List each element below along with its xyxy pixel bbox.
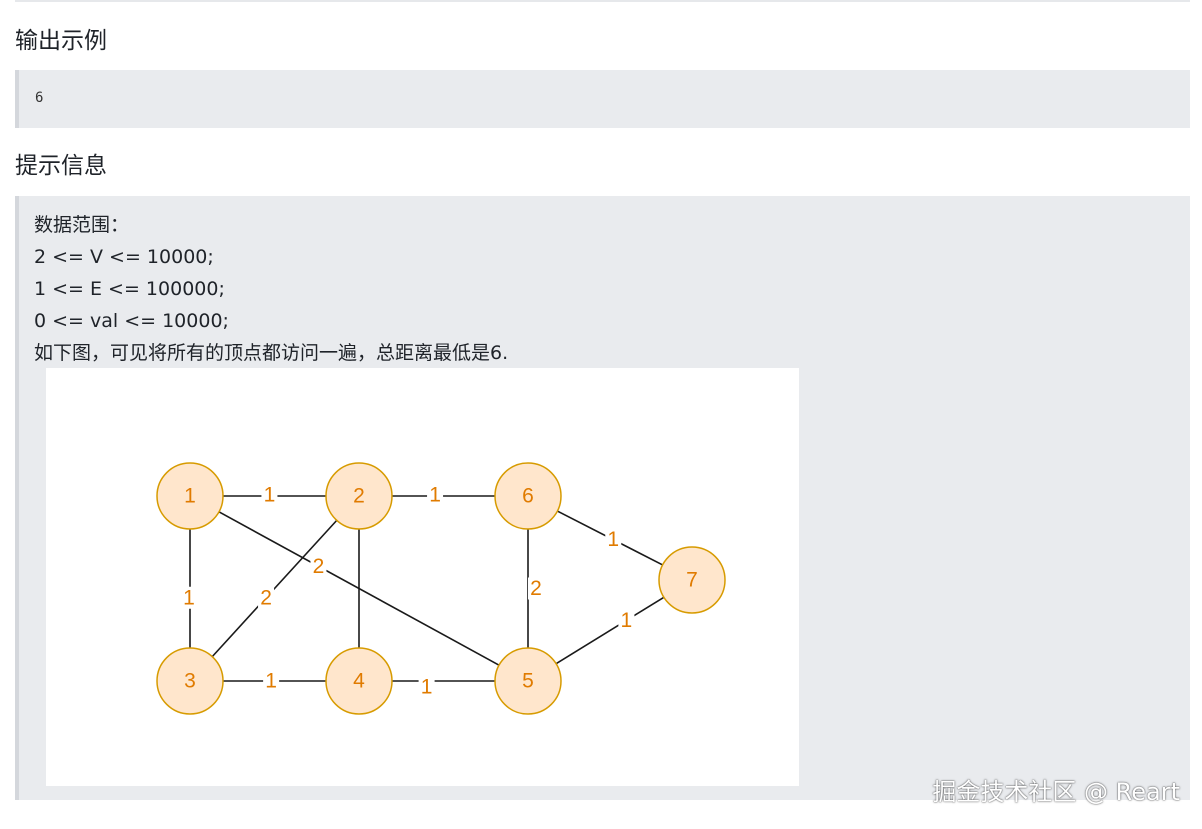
graph-diagram: 1 1 1 1 2 2 2 1 1 1 1 2 6 7 3 4 5 bbox=[156, 462, 726, 715]
edge-2-3 bbox=[211, 519, 338, 658]
node-7-label: 7 bbox=[686, 569, 698, 592]
node-6-label: 6 bbox=[522, 485, 534, 508]
hint-line-v-range: 2 <= V <= 10000; bbox=[34, 246, 214, 268]
edge-4-5-weight: 1 bbox=[421, 676, 433, 699]
edge-2-6-weight: 1 bbox=[429, 484, 441, 507]
edge-4-5-weight-bg bbox=[418, 676, 435, 698]
edge-3-4-weight: 1 bbox=[265, 670, 277, 693]
edge-5-7-weight-bg bbox=[618, 609, 635, 632]
watermark: 掘金技术社区 @ Reart bbox=[932, 778, 1180, 806]
node-7 bbox=[658, 546, 726, 614]
edge-1-2-weight: 1 bbox=[264, 484, 276, 507]
edge-1-2-weight-bg bbox=[261, 484, 278, 506]
hint-block: 数据范围： 2 <= V <= 10000; 1 <= E <= 100000;… bbox=[15, 196, 1190, 800]
edge-6-5-weight-bg bbox=[528, 577, 544, 600]
edge-5-7 bbox=[555, 596, 665, 665]
top-divider bbox=[15, 0, 1190, 2]
node-4 bbox=[325, 647, 393, 715]
edge-5-7-weight: 1 bbox=[621, 609, 633, 632]
edge-1-5-weight: 2 bbox=[313, 555, 325, 578]
edge-3-4-weight-bg bbox=[263, 670, 280, 692]
edge-6-7-weight-bg bbox=[605, 528, 622, 551]
edge-6-7-weight: 1 bbox=[607, 528, 619, 551]
hint-line-e-range: 1 <= E <= 100000; bbox=[34, 278, 225, 300]
node-1 bbox=[156, 462, 224, 530]
edge-1-3-weight: 1 bbox=[183, 586, 195, 609]
hint-line-val-range: 0 <= val <= 10000; bbox=[34, 310, 229, 332]
node-5 bbox=[494, 647, 562, 715]
node-3 bbox=[156, 647, 224, 715]
edge-2-6-weight-bg bbox=[427, 484, 444, 506]
hint-line-explanation: 如下图，可见将所有的顶点都访问一遍，总距离最低是6. bbox=[34, 342, 509, 364]
edge-6-5-weight: 2 bbox=[530, 577, 542, 600]
node-1-label: 1 bbox=[184, 485, 196, 508]
node-6 bbox=[494, 462, 562, 530]
node-2 bbox=[325, 462, 393, 530]
edge-2-3-weight: 2 bbox=[260, 586, 272, 609]
hint-heading: 提示信息 bbox=[15, 153, 107, 179]
output-example-block: 6 bbox=[15, 70, 1190, 128]
node-5-label: 5 bbox=[522, 670, 534, 693]
output-example-heading: 输出示例 bbox=[15, 28, 107, 54]
edge-1-5-weight-bg bbox=[310, 555, 327, 578]
node-3-label: 3 bbox=[184, 670, 196, 693]
node-2-label: 2 bbox=[353, 485, 365, 508]
edge-2-3-weight-bg bbox=[258, 586, 275, 609]
node-4-label: 4 bbox=[353, 670, 365, 693]
edge-1-3-weight-bg bbox=[181, 586, 197, 609]
output-example-value: 6 bbox=[35, 90, 44, 106]
graph-figure: 1 1 1 1 2 2 2 1 1 1 1 2 6 7 3 4 5 bbox=[46, 368, 799, 786]
hint-line-range-title: 数据范围： bbox=[34, 214, 130, 236]
